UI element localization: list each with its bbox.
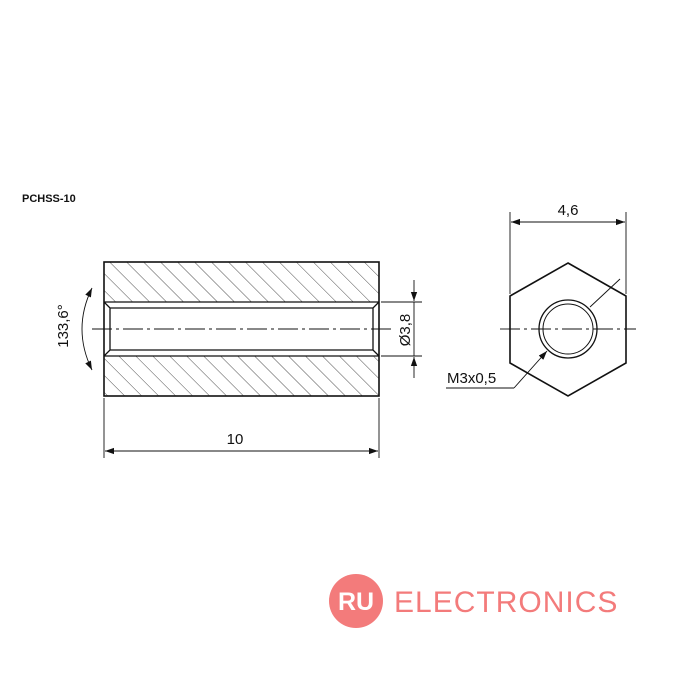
hatch-bottom xyxy=(104,356,379,396)
bore-outline xyxy=(103,301,380,357)
chamfer-angle-label: 133,6° xyxy=(55,304,72,348)
hex-outline xyxy=(509,262,627,397)
watermark-badge-text: RU xyxy=(338,588,374,616)
bore-diameter-dimension: Ø3,8 xyxy=(381,280,422,378)
hatch-top xyxy=(104,262,379,302)
hex-end-view xyxy=(500,262,636,397)
side-section-view xyxy=(92,261,392,397)
hex-width-dimension: 4,6 xyxy=(509,202,627,294)
bore-diameter-label: Ø3,8 xyxy=(397,314,414,347)
chamfer-angle-dimension: 133,6° xyxy=(55,287,93,371)
hex-width-label: 4,6 xyxy=(558,202,579,219)
thread-label: M3x0,5 xyxy=(447,370,496,387)
length-dim-label: 10 xyxy=(227,431,244,448)
watermark-badge xyxy=(329,574,383,628)
length-dimension: 10 xyxy=(103,398,380,458)
watermark-name: ELECTRONICS xyxy=(394,586,618,619)
part-label: PCHSS-10 xyxy=(22,193,76,205)
watermark-logo: RU ELECTRONICS xyxy=(329,574,618,628)
thread-callout: M3x0,5 xyxy=(446,278,621,389)
